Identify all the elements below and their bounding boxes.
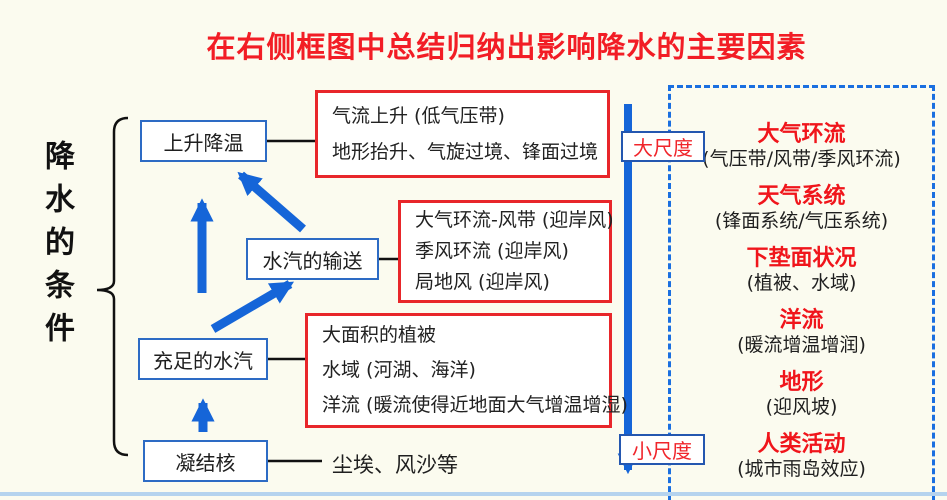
condition-box-sufficient-vapor: 充足的水汽 xyxy=(138,338,268,380)
detail-line: 大面积的植被 xyxy=(322,324,437,346)
scale-label-text: 小尺度 xyxy=(632,439,692,463)
condition-box-vapor-transport: 水汽的输送 xyxy=(246,238,379,280)
factor-name: 洋流 xyxy=(779,308,824,333)
condition-box-condensation-nuclei: 凝结核 xyxy=(143,440,268,482)
factor-name: 下垫面状况 xyxy=(746,246,857,271)
factor-name: 人类活动 xyxy=(757,432,846,457)
diagonal-arrow-vapor-to-transport xyxy=(210,280,295,333)
factor-detail: (迎风坡) xyxy=(765,396,838,418)
page-title: 在右侧框图中总结归纳出影响降水的主要因素 xyxy=(206,30,807,64)
scale-label-text: 大尺度 xyxy=(633,136,693,160)
condition-label: 水汽的输送 xyxy=(262,248,363,273)
detail-box-rising-mechanisms: 气流上升 (低气压带) 地形抬升、气旋过境、锋面过境 xyxy=(315,90,610,178)
condition-box-rising-cooling: 上升降温 xyxy=(140,120,267,162)
factor-detail: (植被、水域) xyxy=(746,272,857,294)
left-brace xyxy=(96,116,129,457)
factor-terrain: 地形 (迎风坡) xyxy=(766,369,838,419)
small-scale-label: 小尺度 xyxy=(619,434,705,465)
factor-name: 地形 xyxy=(779,370,824,395)
factor-atmospheric-circulation: 大气环流 (气压带/风带/季风环流) xyxy=(702,121,901,171)
factors-summary-panel: 大气环流 (气压带/风带/季风环流) 天气系统 (锋面系统/气压系统) 下垫面状… xyxy=(668,85,935,500)
condition-label: 充足的水汽 xyxy=(153,348,253,373)
detail-box-transport-mechanisms: 大气环流-风带 (迎岸风) 季风环流 (迎岸风) 局地风 (迎岸风) xyxy=(398,200,614,303)
factor-detail: (暖流增温增润) xyxy=(737,334,866,356)
factor-underlying-surface: 下垫面状况 (植被、水域) xyxy=(746,245,856,295)
factor-ocean-currents: 洋流 (暖流增温增润) xyxy=(737,307,866,357)
detail-box-vapor-sources: 大面积的植被 水域 (河湖、海洋) 洋流 (暖流使得近地面大气增温增湿) xyxy=(305,313,628,428)
detail-line: 洋流 (暖流使得近地面大气增温增湿) xyxy=(322,394,628,416)
detail-line: 季风环流 (迎岸风) xyxy=(415,240,569,262)
precipitation-conditions-label: 降水的条件 xyxy=(39,140,74,355)
factor-human-activity: 人类活动 (城市雨岛效应) xyxy=(737,431,866,481)
factor-weather-systems: 天气系统 (锋面系统/气压系统) xyxy=(715,183,888,233)
bottom-divider xyxy=(0,492,947,496)
factor-detail: (城市雨岛效应) xyxy=(737,458,866,480)
condition-label: 凝结核 xyxy=(175,450,236,475)
detail-line: 水域 (河湖、海洋) xyxy=(322,359,476,381)
detail-line: 气流上升 (低气压带) xyxy=(332,105,505,127)
factor-detail: (锋面系统/气压系统) xyxy=(714,210,889,232)
nuclei-examples-text: 尘埃、风沙等 xyxy=(332,453,458,477)
detail-line: 地形抬升、气旋过境、锋面过境 xyxy=(332,141,599,163)
diagonal-arrow-transport-to-rise xyxy=(237,171,306,233)
factor-name: 大气环流 xyxy=(757,122,846,147)
factor-detail: (气压带/风带/季风环流) xyxy=(702,148,901,170)
large-scale-label: 大尺度 xyxy=(621,131,705,162)
factor-name: 天气系统 xyxy=(757,184,846,209)
detail-line: 局地风 (迎岸风) xyxy=(415,271,550,293)
condition-label: 上升降温 xyxy=(163,130,244,155)
detail-line: 大气环流-风带 (迎岸风) xyxy=(415,209,614,231)
